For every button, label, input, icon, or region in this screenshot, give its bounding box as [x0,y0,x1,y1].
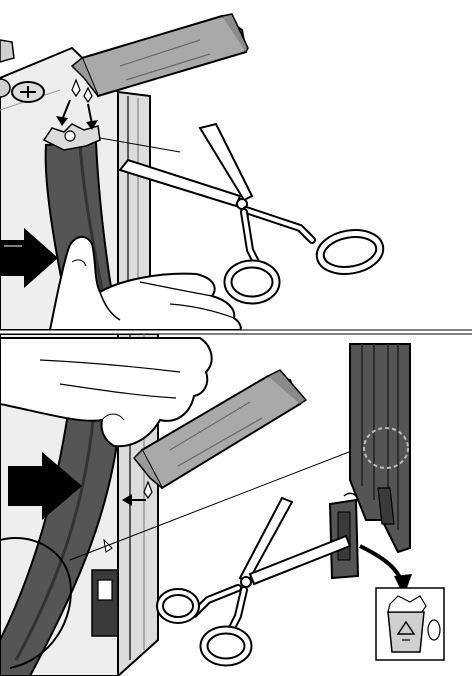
bottom-panel [0,334,444,676]
cut-clip-piece [330,493,358,578]
scissors-icon [120,124,383,300]
top-panel [0,14,383,330]
scissors-icon [160,498,350,662]
recycling-bin-icon [376,588,444,660]
adhesive-tube-icon [72,14,248,102]
old-seal-strip [350,344,410,552]
panel-divider [0,330,472,334]
